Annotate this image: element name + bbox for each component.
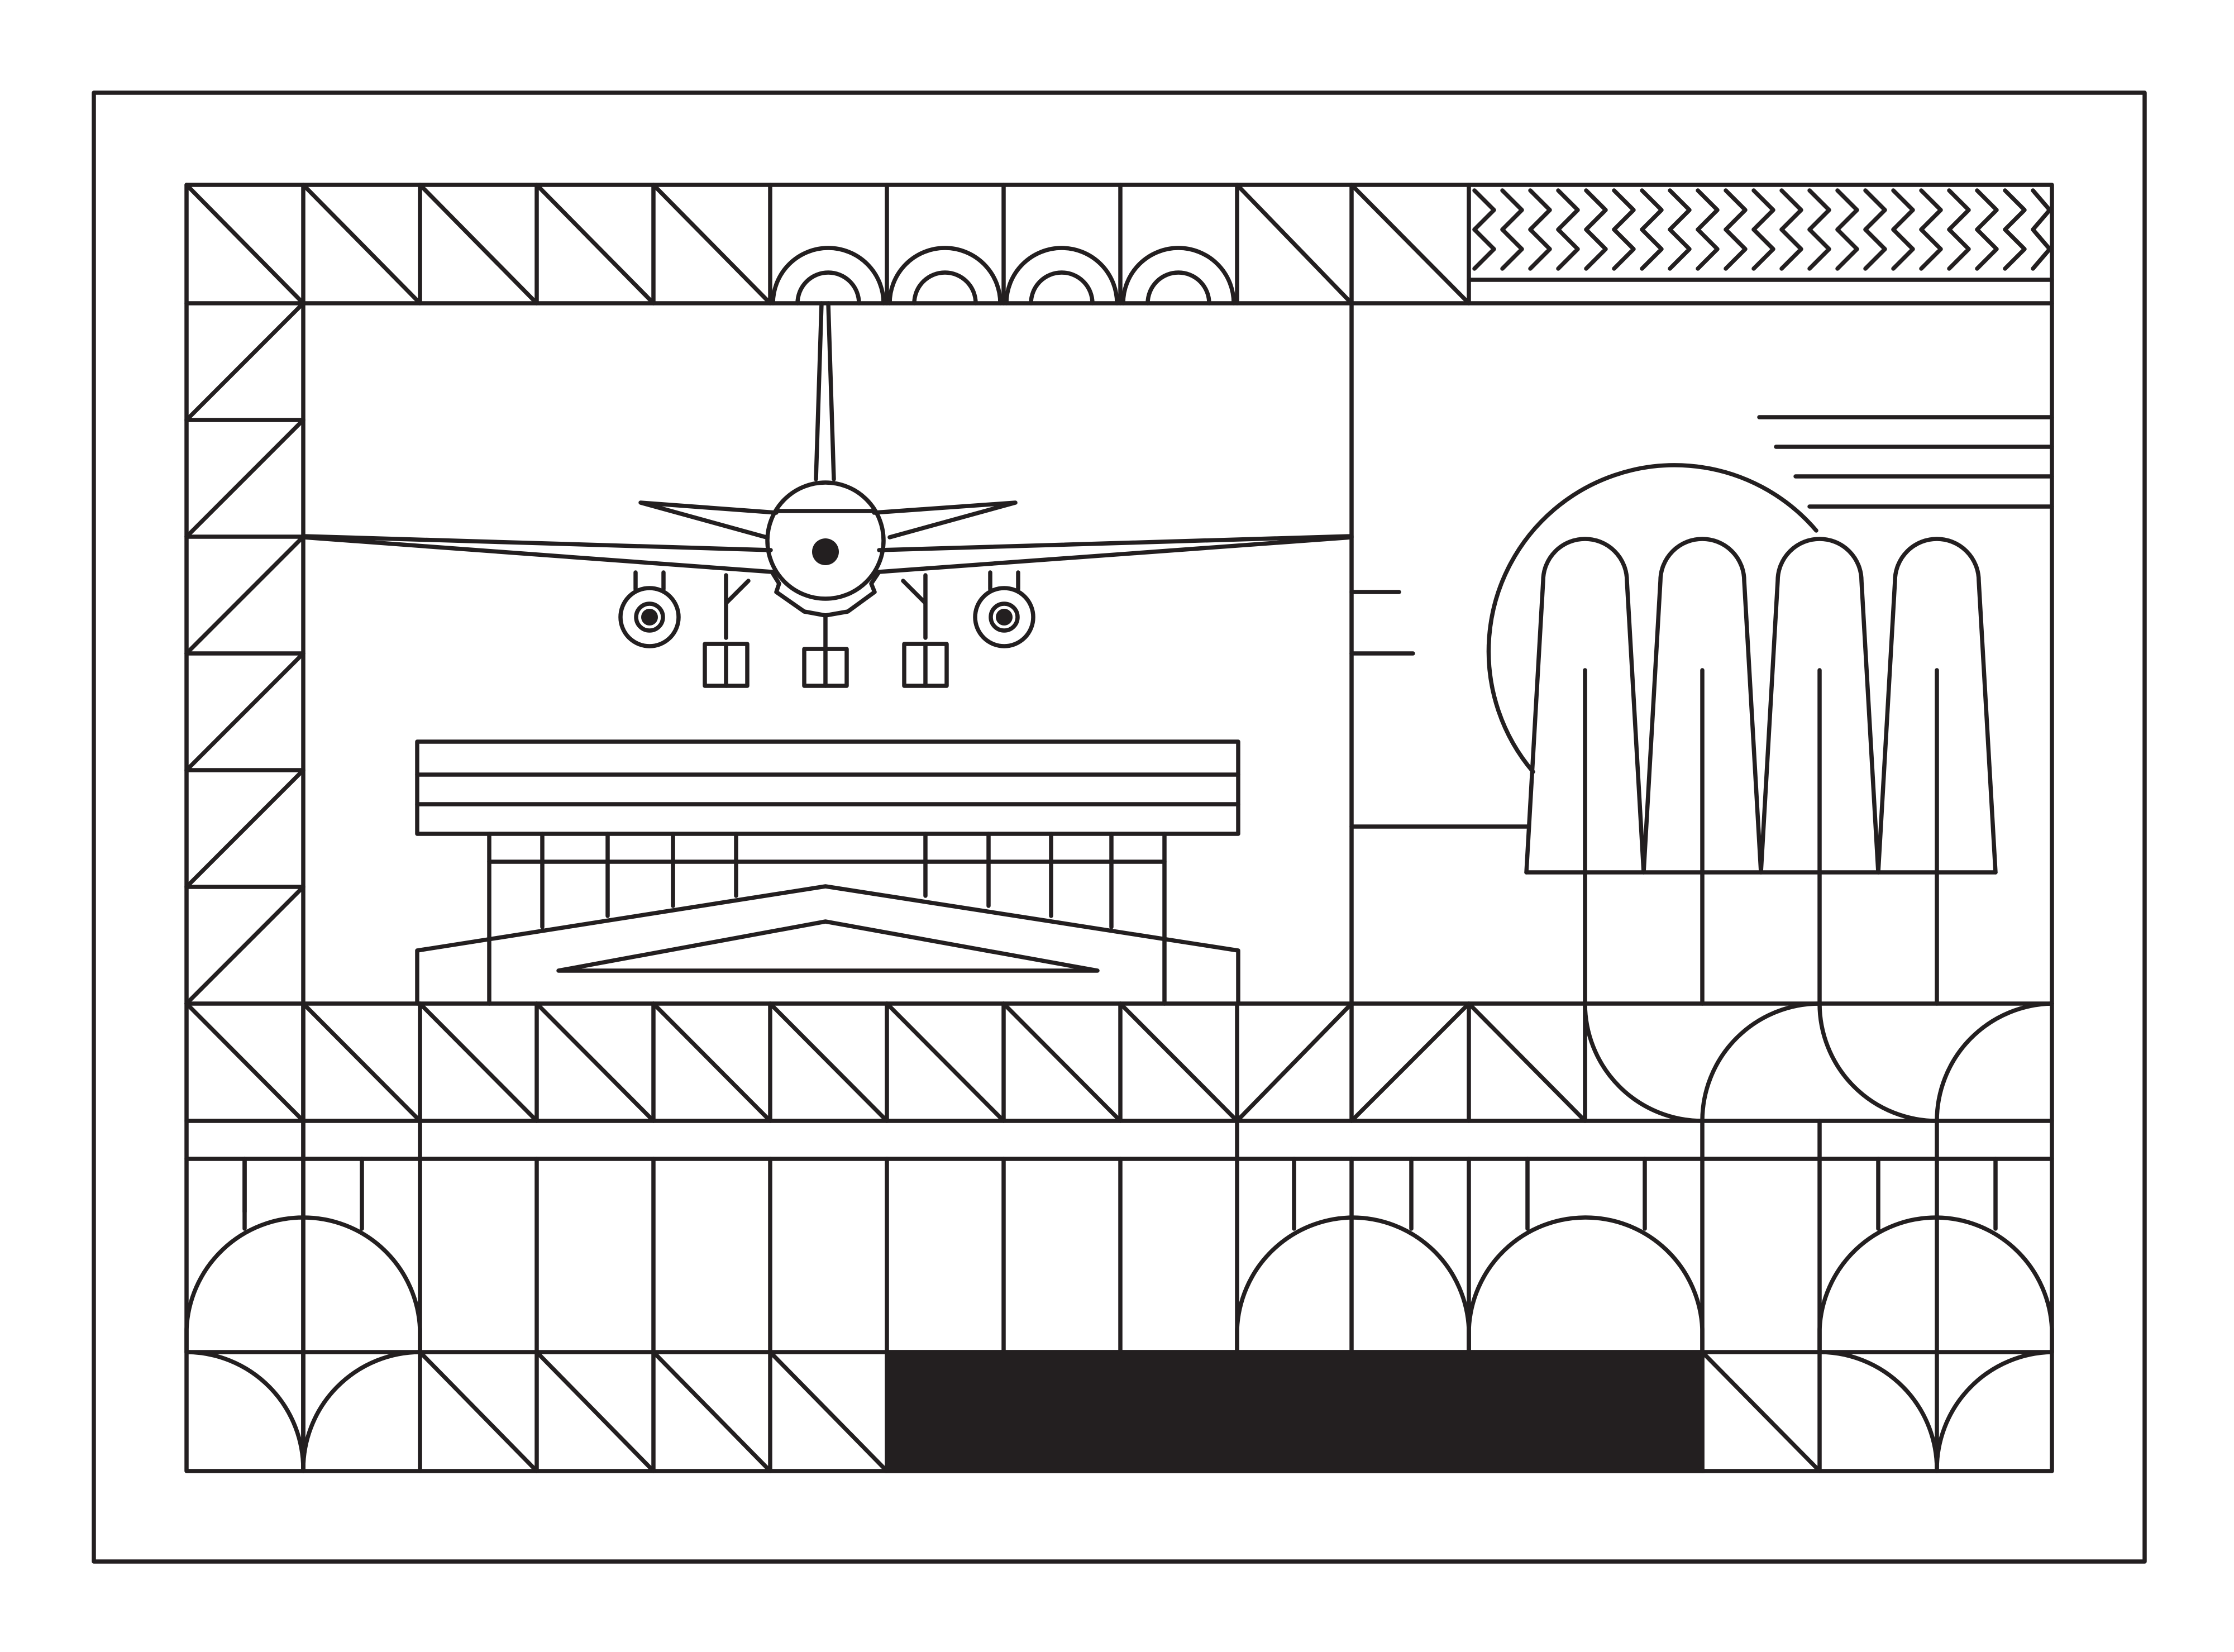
airplane-cockpit-dot (812, 538, 839, 565)
horizon-stripes (1757, 415, 2054, 509)
airplane-tail (814, 301, 836, 481)
top-triangle-border (184, 183, 1471, 305)
sun (1486, 463, 1818, 774)
arch-dome-tiles (184, 1157, 2054, 1354)
bottom-row-tiles (184, 1350, 2054, 1473)
outer-frame (92, 90, 2147, 1564)
tree-trunks (1583, 668, 1939, 1006)
airport-terminal (415, 739, 1240, 1006)
cypress-tree-3 (1759, 537, 1880, 875)
middle-triangle-row (184, 1001, 1587, 1123)
cypress-tree-2 (1641, 537, 1763, 875)
cypress-tree-1 (1524, 537, 1646, 875)
airplane (301, 301, 1354, 688)
cypress-tree-4 (1876, 537, 1998, 875)
airplane-fuselage-nose (765, 480, 886, 601)
left-engine (618, 586, 681, 648)
airplane-stabilizer (638, 500, 1018, 539)
chevron-pattern (1467, 188, 2054, 282)
airplane-lower-fuselage (770, 570, 881, 618)
left-triangle-border (184, 301, 305, 1006)
top-arch-tiles (771, 246, 1236, 305)
right-scene (1349, 415, 2054, 1006)
airplane-wings (301, 534, 1354, 574)
engine-pylons (633, 570, 1020, 591)
airplane-gear-struts (724, 573, 928, 651)
leaf-tiles (1583, 1001, 2054, 1161)
right-engine (973, 586, 1035, 648)
dark-band (885, 1350, 1705, 1473)
